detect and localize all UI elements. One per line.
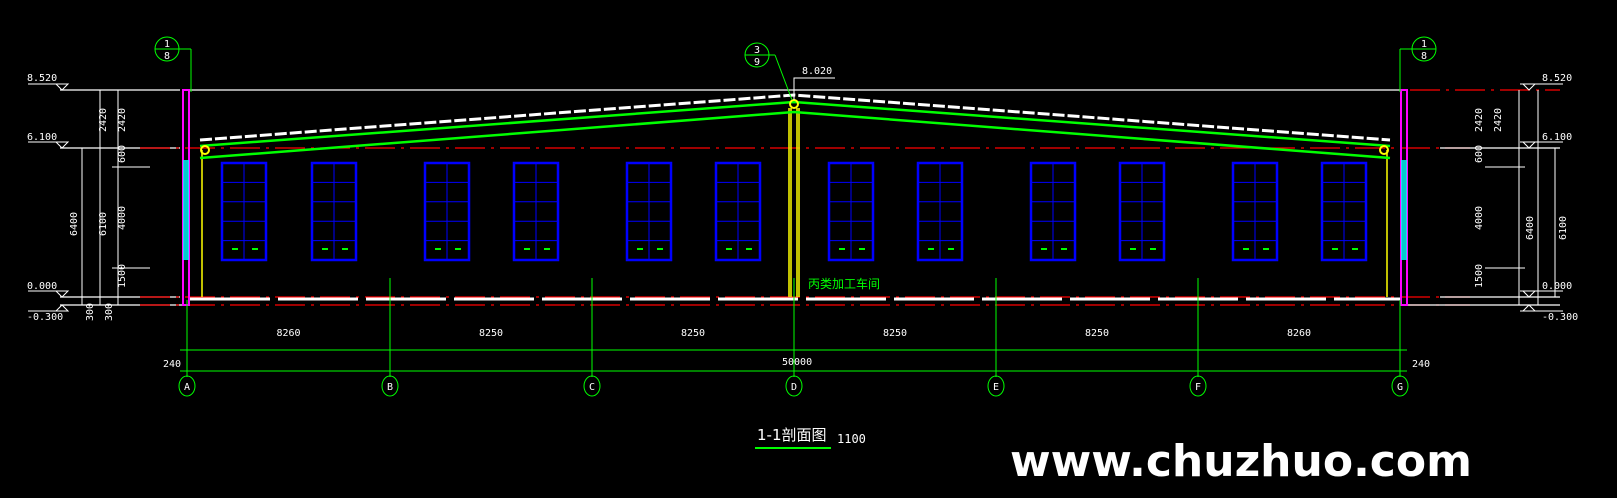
callout-right-top: 1 (1421, 39, 1427, 50)
ridge-elevation: 8.020 (802, 66, 832, 77)
level-0000-left: 0.000 (27, 281, 57, 292)
axis-G[interactable]: G (1391, 300, 1409, 397)
dim-6100-right: 6100 (1558, 216, 1569, 240)
dim-6100-left: 6100 (98, 212, 109, 236)
window (625, 161, 673, 262)
window (310, 161, 358, 262)
dim-2420-right-outer: 2420 (1493, 108, 1504, 132)
level-8520-right: 8.520 (1542, 73, 1572, 84)
level-markers-right (1520, 83, 1563, 312)
level-minus300-left: -0.300 (27, 312, 63, 323)
window (1118, 161, 1166, 262)
dim-1500-right: 1500 (1474, 264, 1485, 288)
columns (201, 108, 1388, 297)
axis-label: F (1195, 382, 1201, 393)
axis-B[interactable]: B (381, 278, 399, 397)
callout-left[interactable] (154, 36, 192, 92)
span-dim: 8250 (681, 328, 705, 339)
callout-center-top: 3 (754, 45, 760, 56)
windows (220, 161, 1368, 262)
span-dims: 8260 8250 8250 8250 8250 8260 (276, 328, 1311, 339)
level-6100-right: 6.100 (1542, 132, 1572, 143)
axis-label: C (589, 382, 595, 393)
dim-4000-left: 4000 (117, 206, 128, 230)
dim-6400-left: 6400 (69, 212, 80, 236)
window (220, 161, 268, 262)
callout-right[interactable] (1399, 36, 1437, 92)
drawing-scale: 1100 (837, 432, 866, 446)
axis-label: A (184, 382, 190, 393)
axis-label: E (993, 382, 999, 393)
callout-center-bottom: 9 (754, 57, 760, 68)
axis-grid: A B C D E F G (178, 278, 1409, 397)
window (1231, 161, 1279, 262)
dim-600-left: 600 (117, 145, 128, 163)
axis-E[interactable]: E (987, 278, 1005, 397)
window (1320, 161, 1368, 262)
level-6100-left: 6.100 (27, 132, 57, 143)
left-dim-lines (81, 90, 150, 305)
ridge-leader (793, 77, 835, 100)
window (423, 161, 471, 262)
axis-label: D (791, 382, 797, 393)
drawing-title: 1-1剖面图 (757, 426, 827, 444)
dim-2420-left-mid: 2420 (98, 108, 109, 132)
dim-2420-left-inner: 2420 (117, 108, 128, 132)
window (1029, 161, 1077, 262)
span-dim: 8260 (1287, 328, 1311, 339)
watermark: www.chuzhuo.com (1010, 436, 1472, 487)
total-dim: 50000 (782, 357, 812, 368)
callout-left-bottom: 8 (164, 51, 170, 62)
axis-C[interactable]: C (583, 278, 601, 397)
span-dim: 8260 (276, 328, 300, 339)
axis-D[interactable]: D (785, 278, 803, 397)
level-minus300-right: -0.300 (1542, 312, 1578, 323)
dim-4000-right: 4000 (1474, 206, 1485, 230)
left-dim-texts: 6400 2420 6100 2420 600 4000 1500 300 30… (69, 108, 128, 321)
callout-center[interactable] (744, 42, 793, 101)
callout-left-top: 1 (164, 39, 170, 50)
axis-F[interactable]: F (1189, 278, 1207, 397)
dim-1500-left: 1500 (117, 264, 128, 288)
offset-right: 240 (1412, 359, 1430, 370)
dim-300-left-b: 300 (104, 303, 115, 321)
level-0000-right: 0.000 (1542, 281, 1572, 292)
right-dim-texts: 2420 600 4000 1500 2420 6400 6100 (1474, 108, 1569, 288)
axis-label: G (1397, 382, 1403, 393)
callout-right-bottom: 8 (1421, 51, 1427, 62)
dim-2420-right-inner: 2420 (1474, 108, 1485, 132)
window (916, 161, 964, 262)
window (827, 161, 875, 262)
window (714, 161, 762, 262)
axis-label: B (387, 382, 393, 393)
dim-6400-right: 6400 (1525, 216, 1536, 240)
right-dim-lines (1485, 90, 1556, 305)
level-lines (60, 89, 1560, 306)
dim-300-left-a: 300 (85, 303, 96, 321)
window (512, 161, 560, 262)
walls (182, 89, 1408, 306)
level-8520-left: 8.520 (27, 73, 57, 84)
level-markers-left (28, 83, 70, 312)
offset-left: 240 (163, 359, 181, 370)
span-dim: 8250 (479, 328, 503, 339)
span-dim: 8250 (1085, 328, 1109, 339)
dim-600-right: 600 (1474, 145, 1485, 163)
room-label: 丙类加工车间 (808, 276, 880, 291)
axis-A[interactable]: A (178, 300, 196, 397)
span-dim: 8250 (883, 328, 907, 339)
